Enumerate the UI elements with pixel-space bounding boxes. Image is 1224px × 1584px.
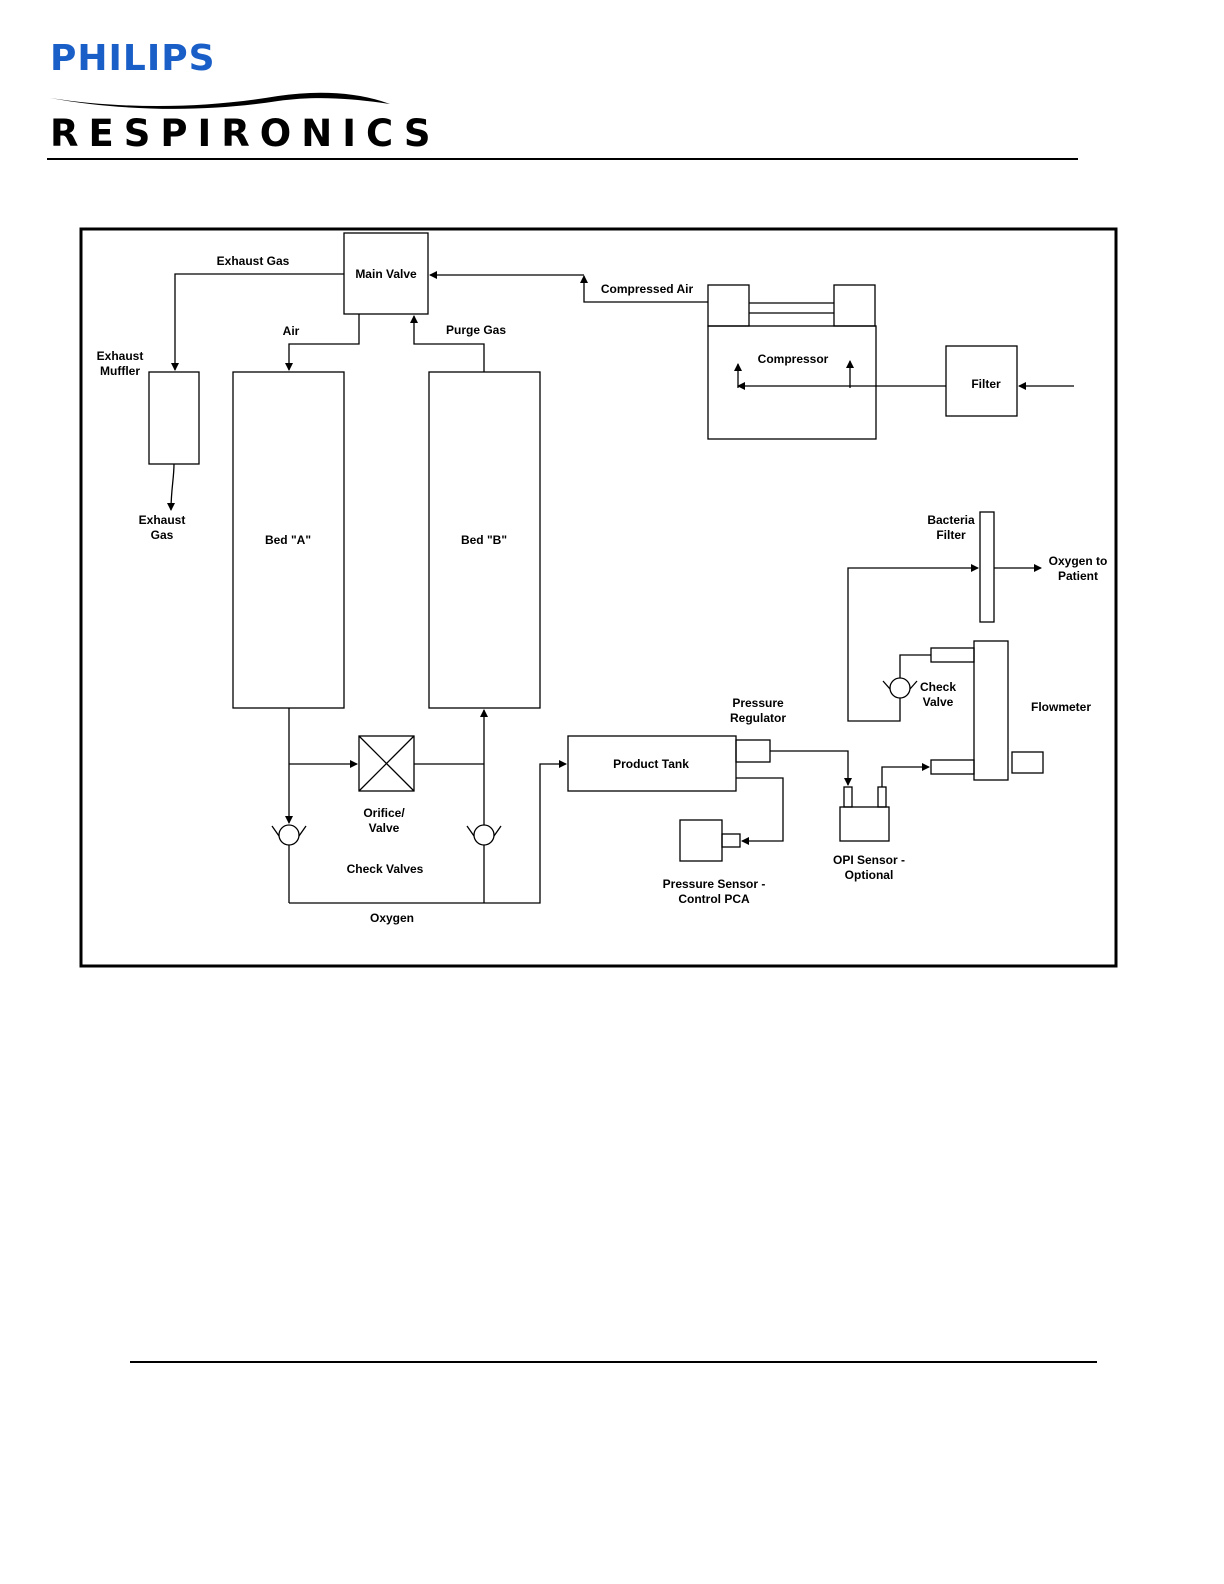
label-orifice-valve-2: Valve (369, 821, 400, 835)
label-pressure-sensor-1: Pressure Sensor - (663, 877, 766, 891)
compressor-head-left (707, 284, 750, 327)
compressor-head-right (833, 284, 876, 327)
footer-rule (130, 1361, 1097, 1363)
exhaust-muffler-box (148, 371, 200, 465)
label-purge-gas: Purge Gas (446, 323, 506, 337)
label-oxygen: Oxygen (370, 911, 414, 925)
label-flowmeter: Flowmeter (1031, 700, 1091, 714)
label-check-valve-1: Check (920, 680, 956, 694)
label-orifice-valve-1: Orifice/ (363, 806, 405, 820)
label-pressure-sensor-2: Control PCA (678, 892, 750, 906)
label-oxygen-to-patient-1: Oxygen to (1049, 554, 1108, 568)
compressor-box (707, 325, 877, 440)
label-compressor: Compressor (758, 352, 829, 366)
label-bacteria-filter-1: Bacteria (927, 513, 975, 527)
label-compressed-air: Compressed Air (601, 282, 694, 296)
filter-box (945, 345, 1018, 417)
label-exhaust-muffler-1: Exhaust (97, 349, 144, 363)
label-opi-sensor-1: OPI Sensor - (833, 853, 905, 867)
label-exhaust-gas-top: Exhaust Gas (217, 254, 290, 268)
label-exhaust-muffler-2: Muffler (100, 364, 140, 378)
flowmeter-box (973, 640, 1009, 781)
respironics-logo: RESPIRONICS (50, 112, 441, 155)
label-pressure-regulator-1: Pressure (732, 696, 784, 710)
label-pressure-regulator-2: Regulator (730, 711, 786, 725)
opi-sensor-box (839, 806, 890, 842)
label-main-valve: Main Valve (355, 267, 417, 281)
pressure-sensor-box (679, 819, 723, 862)
label-opi-sensor-2: Optional (845, 868, 894, 882)
check-valve-flowmeter (889, 677, 911, 699)
check-valve-b (473, 824, 495, 846)
label-bed-a: Bed "A" (265, 533, 311, 547)
flowmeter-knob (1011, 751, 1044, 774)
philips-logo: PHILIPS (50, 38, 216, 79)
label-exhaust-gas-1: Exhaust (139, 513, 186, 527)
label-check-valves: Check Valves (347, 862, 424, 876)
label-bacteria-filter-2: Filter (936, 528, 966, 542)
bacteria-filter-box (979, 511, 995, 623)
label-air: Air (283, 324, 300, 338)
label-check-valve-2: Valve (923, 695, 954, 709)
product-tank-box (567, 735, 737, 792)
label-filter: Filter (971, 377, 1001, 391)
check-valve-a (278, 824, 300, 846)
label-oxygen-to-patient-2: Patient (1058, 569, 1098, 583)
respironics-swoosh (50, 92, 390, 109)
label-product-tank: Product Tank (613, 757, 689, 771)
header-rule (47, 158, 1078, 160)
label-exhaust-gas-2: Gas (151, 528, 174, 542)
label-bed-b: Bed "B" (461, 533, 507, 547)
diagram-frame (79, 227, 1118, 968)
pressure-regulator-box (735, 739, 771, 763)
